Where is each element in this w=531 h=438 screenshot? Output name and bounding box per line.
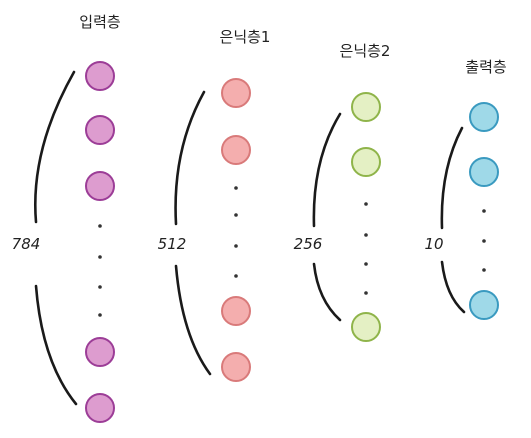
layer-title-hidden-2: 은닉층2 [340, 42, 391, 60]
neuron-hidden-2-1 [351, 92, 381, 122]
neuron-input-3 [85, 171, 115, 201]
bracket-hidden-1-bottom [174, 264, 212, 376]
neuron-hidden-2-2 [351, 147, 381, 177]
layer-hidden-2: 은닉층2 256 [294, 42, 391, 342]
ellipsis-dot [98, 224, 102, 228]
ellipsis-dot [234, 213, 238, 217]
layer-input: 입력층 784 [12, 13, 121, 423]
layer-title-hidden-1: 은닉층1 [220, 28, 271, 46]
bracket-hidden-2-top [312, 112, 342, 228]
layer-count-output: 10 [424, 235, 443, 253]
layer-title-output: 출력층 [465, 58, 506, 76]
neuron-hidden-1-2 [221, 135, 251, 165]
layer-title-input: 입력층 [79, 13, 120, 31]
neuron-output-2 [469, 157, 499, 187]
neuron-hidden-1-1 [221, 78, 251, 108]
bracket-hidden-2-bottom [312, 262, 342, 322]
layer-output: 출력층 10 [424, 58, 507, 320]
bracket-input-bottom [34, 284, 78, 406]
ellipsis-dot [482, 209, 486, 213]
ellipsis-dot [98, 285, 102, 289]
bracket-input-top [34, 70, 76, 224]
ellipsis-dot [364, 233, 368, 237]
neuron-output-3 [469, 290, 499, 320]
ellipsis-dot [234, 274, 238, 278]
layer-count-hidden-2: 256 [294, 235, 323, 253]
bracket-output-top [440, 126, 464, 230]
ellipsis-dot [98, 313, 102, 317]
ellipsis-dot [364, 262, 368, 266]
neuron-output-1 [469, 102, 499, 132]
neuron-input-2 [85, 115, 115, 145]
ellipsis-dot [364, 291, 368, 295]
ellipsis-dot [234, 244, 238, 248]
bracket-output-bottom [440, 260, 466, 314]
neuron-hidden-1-3 [221, 296, 251, 326]
neuron-input-1 [85, 61, 115, 91]
neuron-input-5 [85, 393, 115, 423]
ellipsis-dot [98, 255, 102, 259]
layer-count-input: 784 [12, 235, 41, 253]
neuron-hidden-1-4 [221, 352, 251, 382]
bracket-hidden-1-top [174, 90, 206, 226]
ellipsis-dot [364, 202, 368, 206]
ellipsis-dot [482, 239, 486, 243]
ellipsis-dot [234, 186, 238, 190]
layer-count-hidden-1: 512 [158, 235, 187, 253]
ellipsis-dot [482, 268, 486, 272]
neuron-input-4 [85, 337, 115, 367]
layer-hidden-1: 은닉층1 512 [158, 28, 271, 382]
neuron-hidden-2-3 [351, 312, 381, 342]
